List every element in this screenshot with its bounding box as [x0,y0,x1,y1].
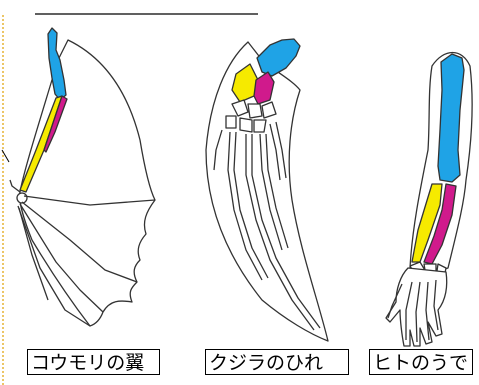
whale-humerus [257,39,300,76]
whale-fin [206,39,328,341]
whale-fin-label: クジラのひれ [205,349,349,375]
human-arm [386,53,472,347]
bat-carpals [17,193,27,203]
human-arm-label: ヒトのうで [369,349,473,375]
bat-thumb [10,180,20,192]
bat-wing-membrane [20,40,155,326]
bat-wing-label: コウモリの翼 [27,349,160,375]
bat-wing [10,28,155,326]
